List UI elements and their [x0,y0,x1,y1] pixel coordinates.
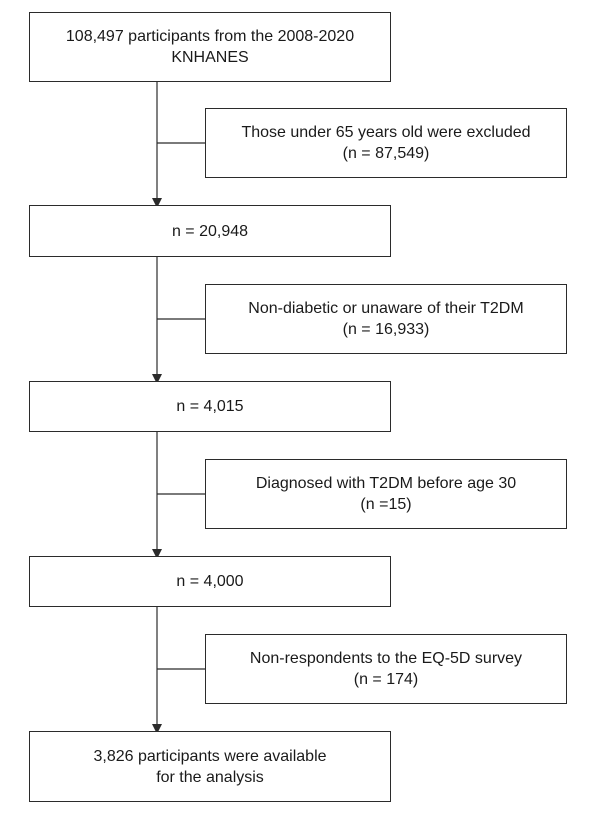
exclusion-box-nondiabetic-line1: Non-diabetic or unaware of their T2DM [248,300,524,317]
exclusion-box-early-onset: Diagnosed with T2DM before age 30 (n =15… [205,459,567,529]
exclusion-box-early-onset-line2: (n =15) [360,496,412,513]
step-box-onset-filtered: n = 4,000 [29,556,391,607]
exclusion-box-nonrespondents: Non-respondents to the EQ-5D survey (n =… [205,634,567,704]
final-box-line2: for the analysis [156,768,264,786]
exclusion-box-early-onset-line1: Diagnosed with T2DM before age 30 [255,475,517,492]
start-box-line1: 108,497 participants from the 2008-2020 [65,28,355,45]
start-box-line2: KNHANES [171,49,249,66]
step-box-diabetic-count: n = 4,015 [176,398,244,415]
exclusion-box-nondiabetic-line2: (n = 16,933) [342,321,430,338]
exclusion-box-age: Those under 65 years old were excluded (… [205,108,567,178]
exclusion-box-nonrespondents-line1: Non-respondents to the EQ-5D survey [249,650,523,667]
final-box-line1: 3,826 participants were available [93,747,327,765]
step-box-age-filtered-count: n = 20,948 [171,222,249,240]
final-box: 3,826 participants were available for th… [29,731,391,802]
step-box-diabetic: n = 4,015 [29,381,391,432]
exclusion-box-age-line1: Those under 65 years old were excluded [241,124,531,141]
exclusion-box-age-line2: (n = 87,549) [342,145,430,162]
start-box: 108,497 participants from the 2008-2020 … [29,12,391,82]
exclusion-box-nonrespondents-line2: (n = 174) [353,671,419,688]
step-box-age-filtered: n = 20,948 [29,205,391,257]
step-box-onset-filtered-count: n = 4,000 [176,573,244,590]
exclusion-box-nondiabetic: Non-diabetic or unaware of their T2DM (n… [205,284,567,354]
